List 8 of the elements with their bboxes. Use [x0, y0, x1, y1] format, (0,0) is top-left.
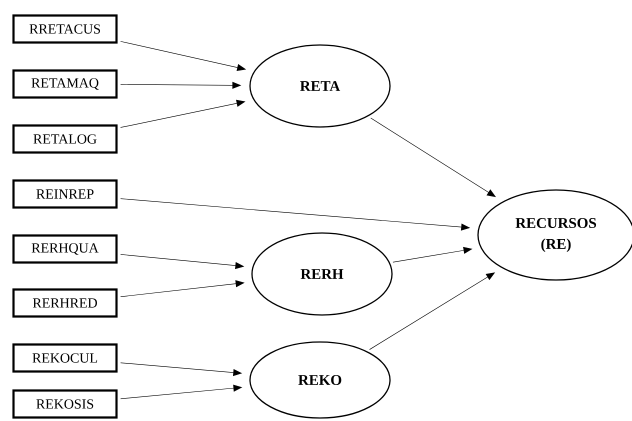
variable-box: REKOSIS — [12, 389, 118, 419]
variable-box: RERHQUA — [12, 234, 118, 264]
variable-box: RERHRED — [12, 288, 118, 318]
variable-box: RETAMAQ — [12, 69, 118, 99]
variable-box: RRETACUS — [12, 14, 118, 44]
variable-box: RETALOG — [12, 124, 118, 154]
variable-box: REINREP — [12, 179, 118, 209]
variable-box: REKOCUL — [12, 343, 118, 373]
